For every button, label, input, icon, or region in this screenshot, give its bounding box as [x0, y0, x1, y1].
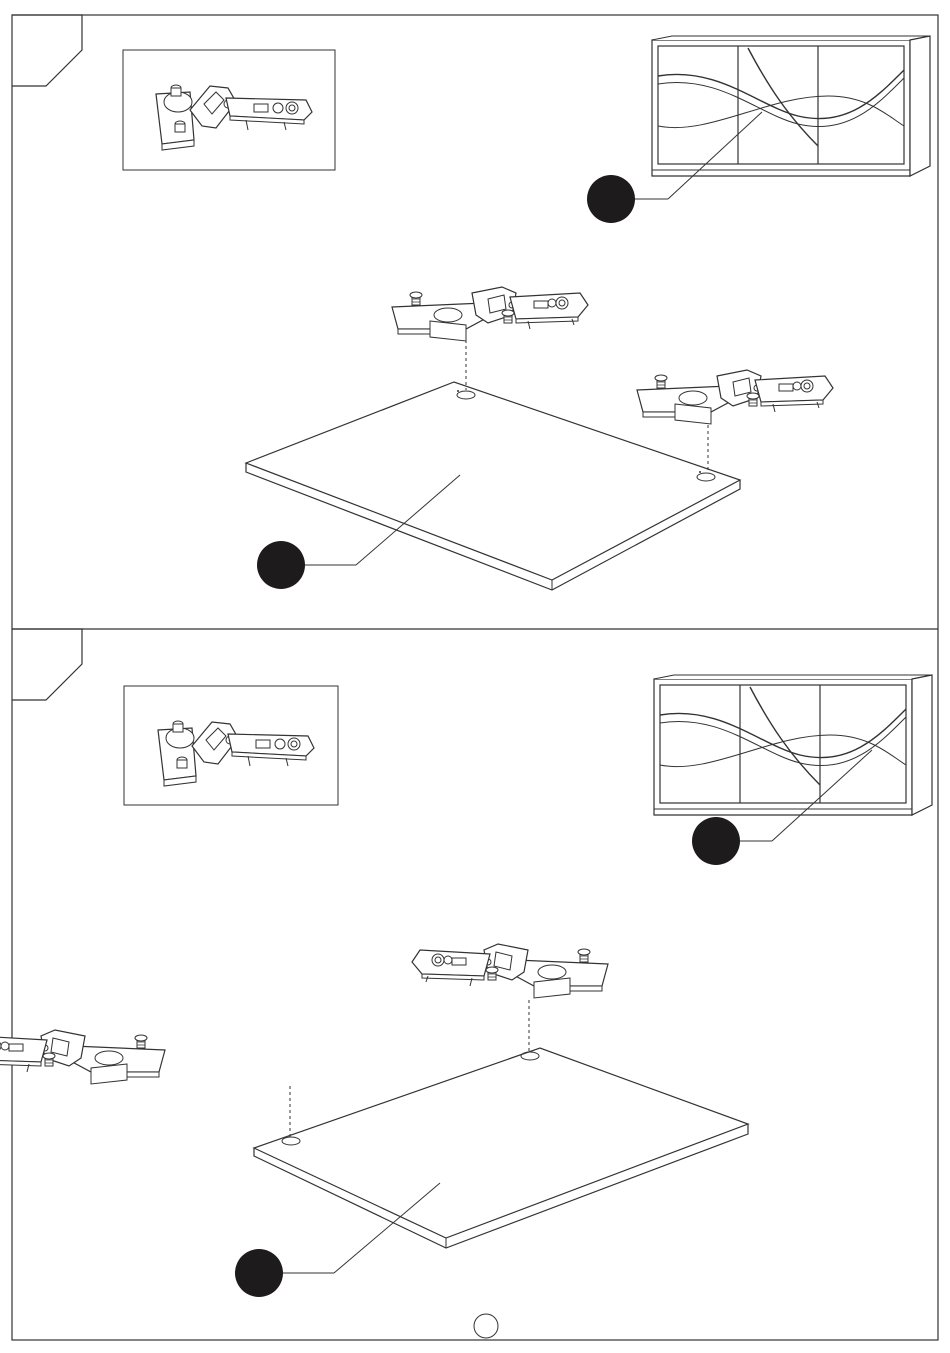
sideboard-icon — [654, 675, 932, 815]
step-2 — [0, 629, 932, 1297]
step-1-callout-sideboard — [587, 175, 635, 223]
concealed-hinge-icon — [412, 944, 608, 998]
step-1 — [12, 15, 930, 590]
step-1-callout-panel — [257, 541, 305, 589]
step-1-number-tab — [12, 15, 82, 86]
page-number-circle — [474, 1314, 498, 1338]
concealed-hinge-icon — [637, 370, 833, 424]
step-2-callout-sideboard — [692, 817, 740, 865]
sideboard-icon — [652, 36, 930, 176]
concealed-hinge-icon — [392, 287, 588, 341]
door-panel-icon — [254, 1048, 748, 1238]
concealed-hinge-icon — [0, 1030, 165, 1084]
step-2-callout-panel — [235, 1249, 283, 1297]
step-2-number-tab — [12, 629, 82, 700]
